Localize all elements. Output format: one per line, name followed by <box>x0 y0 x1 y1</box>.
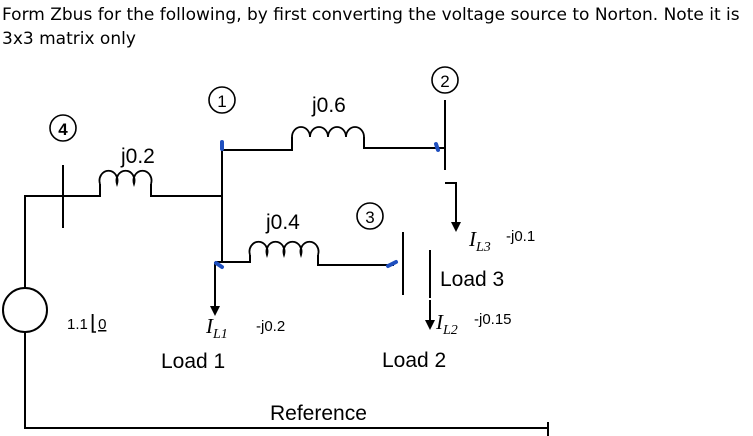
line-1-3-right <box>317 255 394 266</box>
node-1-label: 1 <box>217 92 226 111</box>
line-1-2-right <box>363 137 445 149</box>
load-3-impedance-label: -j0.1 <box>506 228 535 245</box>
line-4-1-right <box>150 184 222 197</box>
node-4-label: 4 <box>58 120 68 139</box>
node-2-marker <box>431 66 459 94</box>
inductor-j0-6 <box>291 126 365 138</box>
reference-label: Reference <box>270 402 367 425</box>
load-1-current-label: IL1 <box>205 314 228 342</box>
connection-dot <box>386 260 398 268</box>
load-3-name: Load 3 <box>440 268 504 291</box>
load-2-name: Load 2 <box>382 349 446 372</box>
impedance-4-1-label: j0.2 <box>120 145 155 168</box>
line-1-2-left <box>222 137 293 151</box>
impedance-1-3-label: j0.4 <box>265 211 300 234</box>
load-1-name: Load 1 <box>161 350 225 373</box>
inductor-j0-2 <box>98 169 153 188</box>
inductor-j0-4 <box>248 240 320 259</box>
voltage-source <box>2 287 48 333</box>
problem-statement: Form Zbus for the following, by first co… <box>2 5 740 49</box>
impedance-1-2-label: j0.6 <box>311 94 346 117</box>
connection-dot <box>214 261 224 269</box>
load-2-arrow-icon <box>425 320 435 330</box>
reference-bus <box>24 332 548 429</box>
node-3-label: 3 <box>365 208 374 227</box>
node-1-marker <box>208 86 236 114</box>
load-2-impedance-label: -j0.15 <box>474 311 512 328</box>
node-3-marker <box>356 202 384 230</box>
load-1-arrow-icon <box>210 306 220 316</box>
connection-dot <box>434 142 440 152</box>
node-2-label: 2 <box>440 72 449 91</box>
bus-4-to-source-line <box>24 195 63 288</box>
line-1-3-left <box>215 255 251 263</box>
load-1-impedance-label: -j0.2 <box>256 318 285 335</box>
line-4-1-left <box>63 184 101 197</box>
node-4-marker <box>49 114 77 142</box>
load-2-current-label: IL2 <box>435 310 458 338</box>
load-3-arrow-icon <box>451 222 461 232</box>
load-3-current-label: IL3 <box>468 227 491 255</box>
load-3-line <box>445 182 457 222</box>
source-value-label: 1.1⌊0 <box>67 312 106 335</box>
